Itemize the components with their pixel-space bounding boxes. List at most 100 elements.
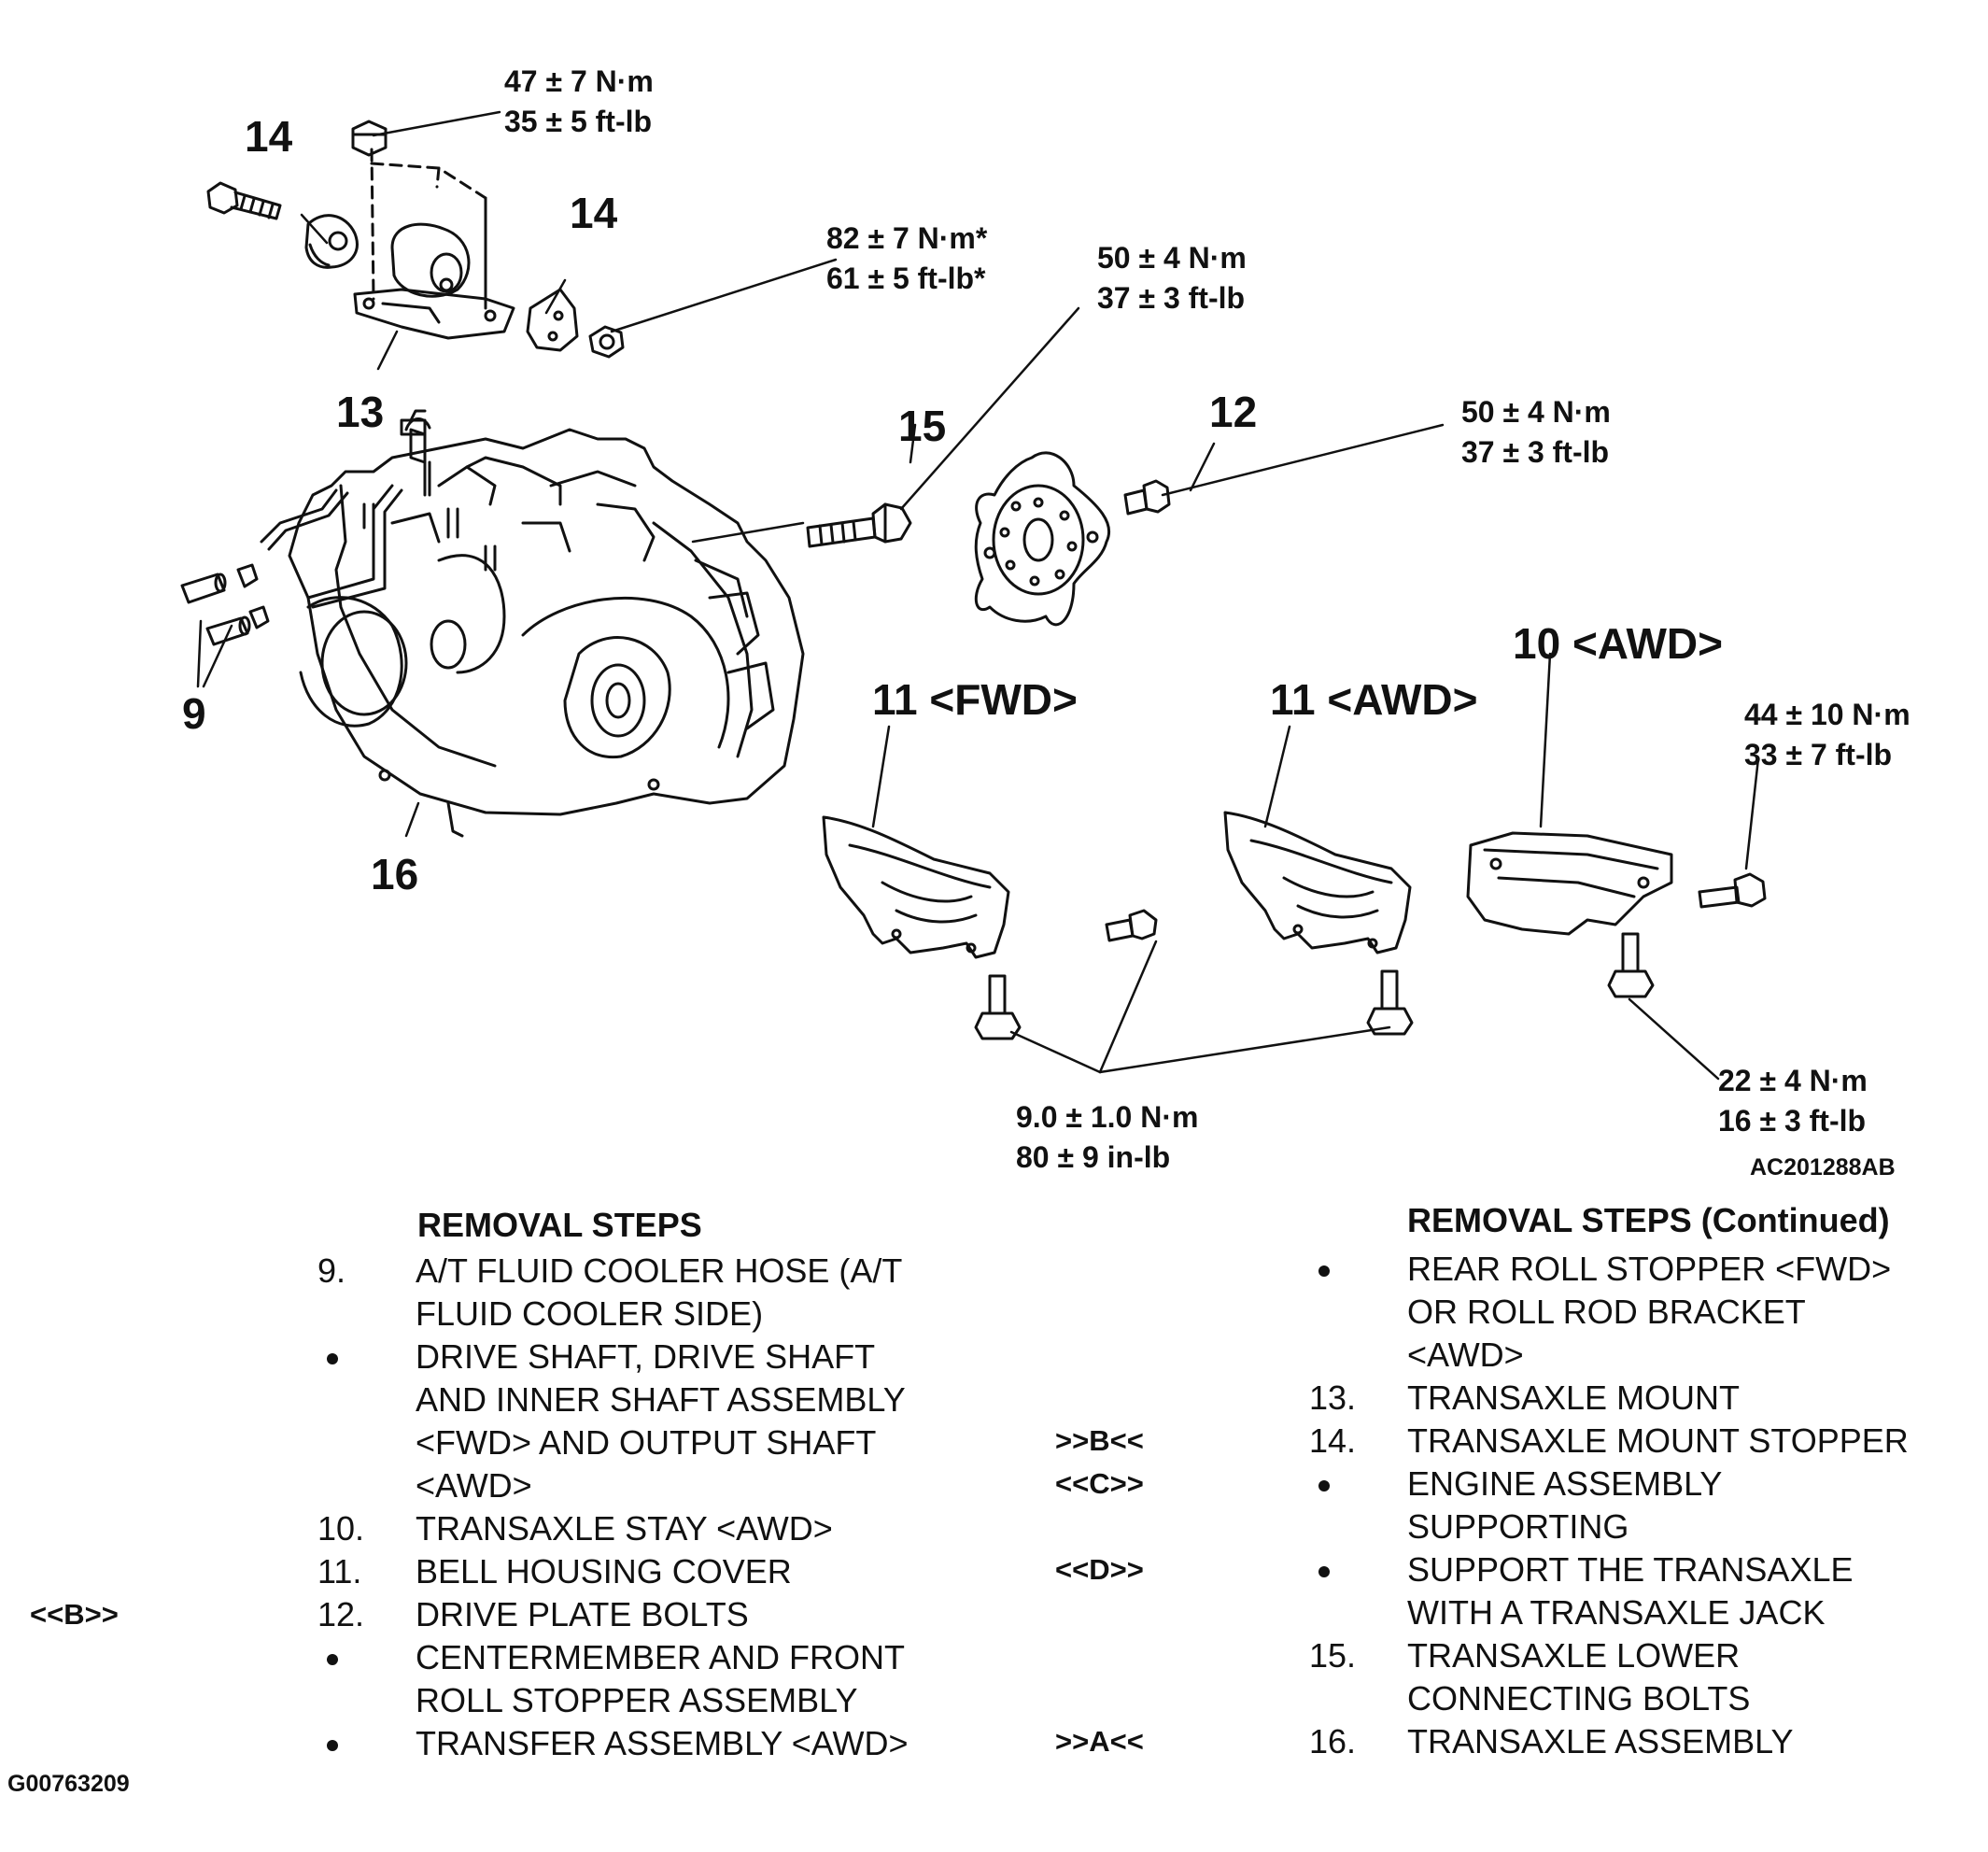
transaxle-assembly <box>288 428 805 838</box>
torque-ftlb: 61 ± 5 ft-lb* <box>826 262 986 295</box>
step-number <box>317 1636 416 1722</box>
removal-steps-continued-title: REMOVAL STEPS (Continued) <box>1407 1201 1890 1239</box>
removal-steps-title: REMOVAL STEPS <box>417 1206 702 1244</box>
step-text: DRIVE SHAFT, DRIVE SHAFT AND INNER SHAFT… <box>416 1337 906 1505</box>
callout-11-fwd: 11 <FWD> <box>872 675 1078 724</box>
drive-plate <box>974 451 1111 627</box>
bullet-icon <box>1318 1566 1330 1578</box>
bell-housing-cover-awd <box>1223 811 1412 954</box>
removal-step: TRANSFER ASSEMBLY <AWD> <box>317 1722 990 1765</box>
step-number: 9. <box>317 1251 346 1290</box>
step-text: ENGINE ASSEMBLY SUPPORTING <box>1407 1464 1723 1546</box>
step-text: TRANSAXLE LOWER CONNECTING BOLTS <box>1407 1636 1751 1718</box>
bullet-icon <box>1318 1480 1330 1492</box>
callout-14-right: 14 <box>570 189 618 237</box>
callout-12: 12 <box>1209 388 1258 436</box>
torque-label-bolt-12: 50 ± 4 N·m 37 ± 3 ft-lb <box>1461 392 1611 473</box>
step-text: SUPPORT THE TRANSAXLE WITH A TRANSAXLE J… <box>1407 1550 1854 1632</box>
step-text: TRANSAXLE STAY <AWD> <box>416 1509 833 1548</box>
step-text: BELL HOUSING COVER <box>416 1552 792 1590</box>
removal-step: 15. TRANSAXLE LOWER CONNECTING BOLTS <box>1309 1634 1981 1720</box>
step-number: 15. <box>1309 1636 1357 1675</box>
bullet-icon <box>327 1740 338 1752</box>
torque-ftlb: 80 ± 9 in-lb <box>1016 1140 1171 1174</box>
torque-label-bolt-15: 50 ± 4 N·m 37 ± 3 ft-lb <box>1097 238 1247 318</box>
bullet-icon <box>327 1654 338 1666</box>
step-number <box>317 1722 416 1765</box>
step-text: TRANSAXLE MOUNT STOPPER <box>1407 1421 1909 1460</box>
bell-housing-cover-fwd <box>822 815 1010 959</box>
mount-nut <box>351 120 388 157</box>
step-number <box>317 1336 416 1507</box>
drive-plate-bolt <box>1123 479 1171 516</box>
figure-code: AC201288AB <box>1750 1154 1896 1180</box>
step-reference-mark: <<D>> <box>1055 1553 1144 1586</box>
bullet-icon <box>327 1353 338 1365</box>
step-number <box>1309 1548 1407 1634</box>
transaxle-mount <box>353 148 515 340</box>
cover-bolt-right <box>1366 969 1414 1036</box>
step-number: 12. <box>317 1595 365 1633</box>
removal-step: >>A<<16.TRANSAXLE ASSEMBLY <box>1055 1720 1981 1763</box>
callout-16: 16 <box>371 850 419 898</box>
step-reference-mark: <<C>> <box>1055 1467 1144 1500</box>
step-number: 13. <box>1309 1378 1357 1417</box>
callout-9: 9 <box>182 689 206 738</box>
fluid-cooler-hoses <box>180 563 270 646</box>
step-number: 16. <box>1309 1722 1357 1760</box>
removal-step: CENTERMEMBER AND FRONT ROLL STOPPER ASSE… <box>317 1636 990 1722</box>
torque-nm: 44 ± 10 N·m <box>1744 698 1910 731</box>
callout-15: 15 <box>898 402 947 450</box>
torque-nm: 47 ± 7 N·m <box>504 64 654 98</box>
mount-stopper-left <box>304 214 359 269</box>
step-text: A/T FLUID COOLER HOSE (A/T FLUID COOLER … <box>416 1251 903 1333</box>
step-number <box>1309 1463 1407 1548</box>
step-text: DRIVE PLATE BOLTS <box>416 1595 749 1633</box>
torque-nm: 22 ± 4 N·m <box>1718 1064 1868 1097</box>
torque-nm: 50 ± 4 N·m <box>1097 241 1247 275</box>
step-reference-mark: >>B<< <box>1055 1424 1144 1457</box>
mount-nut-right <box>588 325 625 359</box>
cover-bolt-left <box>974 974 1022 1040</box>
torque-label-mount-nut: 82 ± 7 N·m* 61 ± 5 ft-lb* <box>826 219 987 299</box>
stay-bolt-horizontal <box>1698 872 1767 909</box>
step-number: 10. <box>317 1509 365 1548</box>
removal-step: 13.TRANSAXLE MOUNT <box>1309 1377 1981 1420</box>
stay-bolt-vertical <box>1607 932 1655 998</box>
torque-nm: 82 ± 7 N·m* <box>826 221 988 255</box>
step-number <box>1309 1248 1407 1377</box>
cooler-pipes <box>260 409 562 609</box>
torque-ftlb: 35 ± 5 ft-lb <box>504 105 653 138</box>
removal-step: <<D>> SUPPORT THE TRANSAXLE WITH A TRANSA… <box>1055 1548 1981 1634</box>
removal-step: 10. TRANSAXLE STAY <AWD> <box>317 1507 990 1550</box>
callout-14: 14 <box>245 112 293 161</box>
removal-steps-continued-list: REAR ROLL STOPPER <FWD> OR ROLL ROD BRAC… <box>1055 1248 1981 1763</box>
step-text: TRANSAXLE ASSEMBLY <box>1407 1722 1794 1760</box>
callout-10-awd: 10 <AWD> <box>1513 619 1723 668</box>
removal-steps-list: 9. A/T FLUID COOLER HOSE (A/T FLUID COOLE… <box>30 1250 990 1765</box>
stopper-bolt <box>206 181 282 220</box>
bullet-icon <box>1318 1265 1330 1278</box>
step-text: REAR ROLL STOPPER <FWD> OR ROLL ROD BRAC… <box>1407 1250 1892 1374</box>
leader-lines <box>196 110 1760 1081</box>
callout-13: 13 <box>336 388 385 436</box>
removal-step: REAR ROLL STOPPER <FWD> OR ROLL ROD BRAC… <box>1309 1248 1981 1377</box>
cover-bolt-center <box>1105 909 1158 942</box>
torque-ftlb: 16 ± 3 ft-lb <box>1718 1104 1867 1138</box>
torque-label-nut: 47 ± 7 N·m 35 ± 5 ft-lb <box>504 62 654 142</box>
step-number: 14. <box>1309 1421 1357 1460</box>
step-text: TRANSFER ASSEMBLY <AWD> <box>416 1724 909 1762</box>
removal-step: DRIVE SHAFT, DRIVE SHAFT AND INNER SHAFT… <box>317 1336 990 1507</box>
lower-connecting-bolt <box>806 502 912 548</box>
torque-nm: 50 ± 4 N·m <box>1461 395 1611 429</box>
removal-step: <<B>>12.DRIVE PLATE BOLTS <box>30 1593 990 1636</box>
transaxle-stay <box>1466 831 1673 936</box>
torque-ftlb: 33 ± 7 ft-lb <box>1744 738 1893 771</box>
removal-step: >>B<< 14. TRANSAXLE MOUNT STOPPER <box>1055 1420 1981 1463</box>
removal-step: 11.BELL HOUSING COVER <box>317 1550 990 1593</box>
callout-11-awd: 11 <AWD> <box>1270 675 1478 724</box>
torque-ftlb: 37 ± 3 ft-lb <box>1461 435 1610 469</box>
mount-stopper-right <box>526 288 579 352</box>
removal-step: <<C>> ENGINE ASSEMBLY SUPPORTING <box>1055 1463 1981 1548</box>
